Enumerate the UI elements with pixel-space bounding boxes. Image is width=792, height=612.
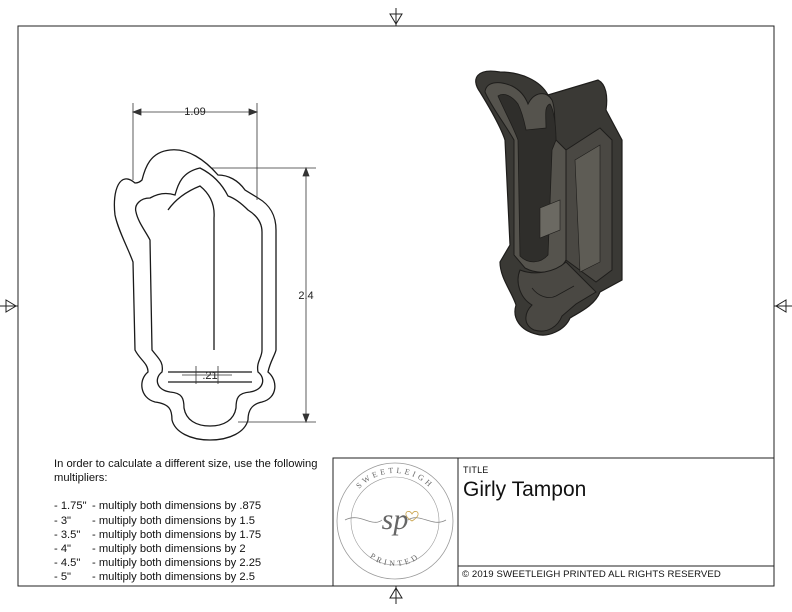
multiplier-row: - 5" - multiply both dimensions by 2.5: [54, 570, 329, 584]
cutter-outline: [113, 149, 277, 441]
center-marker-top: [389, 8, 403, 26]
center-marker-right: [774, 299, 792, 313]
dimension-width-label: 1.09: [184, 106, 205, 118]
dimension-neck-label: .21: [202, 370, 217, 382]
cutter-neck-detail: [168, 371, 252, 383]
size-multipliers-note: In order to calculate a different size, …: [54, 457, 329, 585]
multiplier-row: - 3.5" - multiply both dimensions by 1.75: [54, 528, 329, 542]
multiplier-size: - 5": [54, 571, 72, 584]
dimension-height: [212, 166, 316, 424]
dimension-width: [131, 103, 259, 200]
cutter-head-detail: [167, 185, 215, 350]
multiplier-size: - 4": [54, 543, 72, 556]
multiplier-text: - multiply both dimensions by 2: [92, 543, 246, 556]
title-block-frame: [332, 457, 775, 587]
center-marker-bottom: [389, 586, 403, 604]
copyright-text: © 2019 SWEETLEIGH PRINTED ALL RIGHTS RES…: [462, 569, 721, 580]
multiplier-text: - multiply both dimensions by 2.25: [92, 557, 262, 570]
dimension-neck: [182, 366, 232, 384]
multiplier-text: - multiply both dimensions by 2.5: [92, 571, 255, 584]
multiplier-row: - 1.75" - multiply both dimensions by .87…: [54, 499, 329, 513]
notes-intro: In order to calculate a different size, …: [54, 458, 318, 485]
logo-monogram: sp: [382, 503, 409, 536]
drawing-title: Girly Tampon: [463, 478, 587, 501]
multiplier-size: - 4.5": [54, 557, 81, 570]
dimension-height-label: 2.4: [298, 290, 313, 302]
center-marker-left: [0, 299, 18, 313]
multiplier-size: - 1.75": [54, 500, 87, 513]
multiplier-row: - 4.5" - multiply both dimensions by 2.25: [54, 556, 329, 570]
logo-bottom-text: PRINTED: [368, 551, 421, 568]
cutter-inner-wall: [134, 167, 264, 427]
multiplier-text: - multiply both dimensions by .875: [92, 500, 262, 513]
multiplier-text: - multiply both dimensions by 1.75: [92, 528, 262, 541]
brand-logo: SWEETLEIGH PRINTED sp: [336, 462, 454, 580]
cutter-outer-wall: [113, 149, 277, 441]
logo-top-text: SWEETLEIGH: [354, 466, 435, 491]
multiplier-text: - multiply both dimensions by 1.5: [92, 514, 255, 527]
logo-heart-icon: [405, 511, 419, 522]
cutter-3d-model: [475, 70, 623, 336]
title-block-label: TITLE: [463, 465, 489, 475]
multiplier-row: - 3" - multiply both dimensions by 1.5: [54, 514, 329, 528]
multiplier-size: - 3.5": [54, 528, 81, 541]
logo-flourish: [344, 517, 447, 523]
multiplier-row: - 4" - multiply both dimensions by 2: [54, 542, 329, 556]
multiplier-size: - 3": [54, 514, 72, 527]
